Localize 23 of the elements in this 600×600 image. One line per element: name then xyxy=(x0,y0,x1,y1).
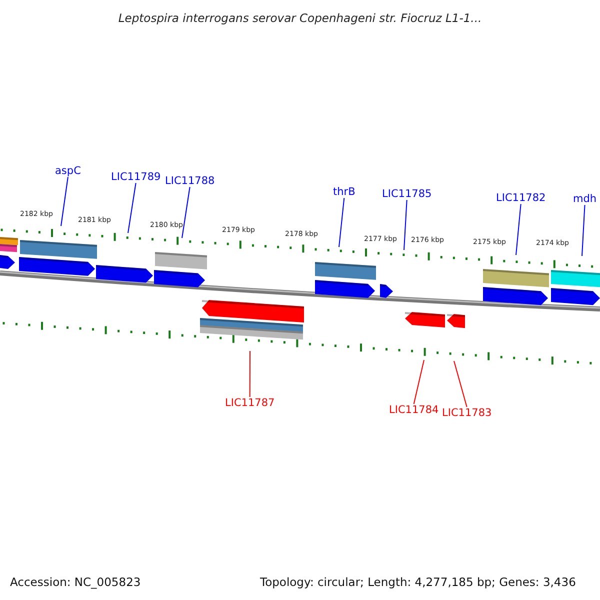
gene-label: LIC11782 xyxy=(496,192,546,204)
leader-line xyxy=(454,360,468,408)
gene-label: aspC xyxy=(55,165,81,177)
leader-line xyxy=(582,204,586,256)
gene-label: LIC11785 xyxy=(382,188,432,200)
leader-line xyxy=(516,204,522,256)
accession-text: Accession: NC_005823 xyxy=(10,575,141,589)
leader-line xyxy=(338,198,345,248)
gene-label: LIC11784 xyxy=(389,404,439,416)
leader-line xyxy=(404,200,408,250)
leader-line xyxy=(413,360,424,404)
genome-info-text: Topology: circular; Length: 4,277,185 bp; Genes: 3,436 xyxy=(260,575,576,589)
gene-label: thrB xyxy=(333,186,356,198)
leader-line xyxy=(60,176,68,226)
gene-label: LIC11783 xyxy=(442,407,492,419)
gene-label: LIC11788 xyxy=(165,175,215,187)
leader-line xyxy=(128,182,136,234)
title: Leptospira interrogans serovar Copenhageni str. Fiocruz L1-1... xyxy=(117,11,483,25)
gene-label: LIC11789 xyxy=(111,171,161,183)
leader-line xyxy=(182,186,190,238)
leader-line xyxy=(249,350,250,398)
gene-label: LIC11787 xyxy=(225,397,275,409)
gene-label: mdh xyxy=(573,193,597,205)
